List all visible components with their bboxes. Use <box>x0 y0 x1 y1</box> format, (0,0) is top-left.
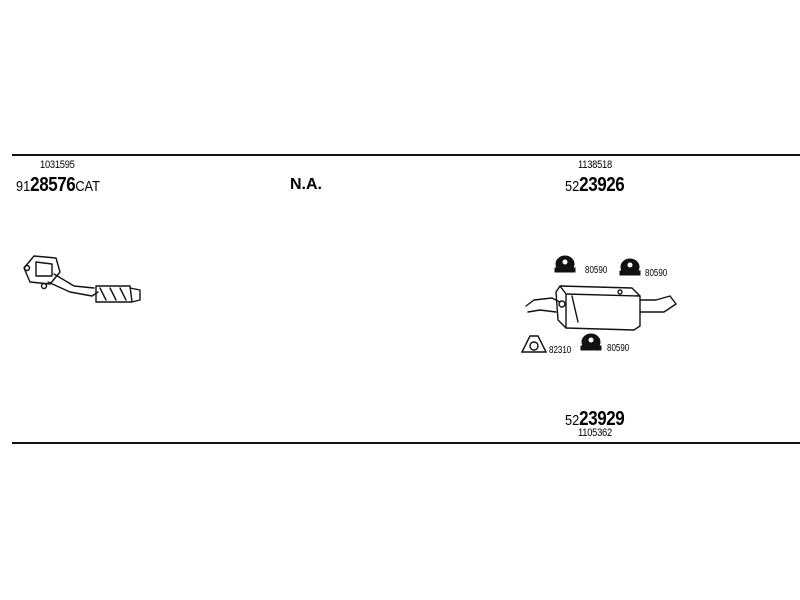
component-code-3: 82310 <box>549 345 572 356</box>
bottom-divider-line <box>12 442 800 444</box>
front-ref-number: 1031595 <box>40 159 75 171</box>
rear-part-number: 5223926 <box>565 174 625 197</box>
front-part-main: 28576 <box>30 174 76 196</box>
clamp-icon <box>520 335 548 353</box>
middle-status-label: N.A. <box>290 176 322 193</box>
rubber-hanger-icon <box>619 258 641 276</box>
rear-part-prefix: 52 <box>565 178 580 195</box>
rear-ref-number: 1138518 <box>578 159 612 171</box>
rubber-hanger-icon <box>554 255 576 273</box>
top-divider-line <box>12 154 800 156</box>
front-part-suffix: CAT <box>75 178 100 195</box>
component-code-1: 80590 <box>585 265 608 276</box>
rear-muffler-icon <box>525 285 677 331</box>
rubber-hanger-icon <box>580 333 602 351</box>
catalytic-converter-pipe-icon <box>23 255 141 303</box>
bottom-part-prefix: 52 <box>565 412 580 429</box>
bottom-part-number: 5223929 <box>565 408 625 431</box>
component-code-4: 80590 <box>607 343 630 354</box>
front-part-prefix: 91 <box>16 178 31 195</box>
rear-part-main: 23926 <box>579 174 625 196</box>
component-code-2: 80590 <box>645 268 668 279</box>
bottom-ref-number: 1105362 <box>578 427 612 439</box>
front-part-number: 9128576CAT <box>16 174 100 197</box>
bottom-part-main: 23929 <box>579 408 625 430</box>
